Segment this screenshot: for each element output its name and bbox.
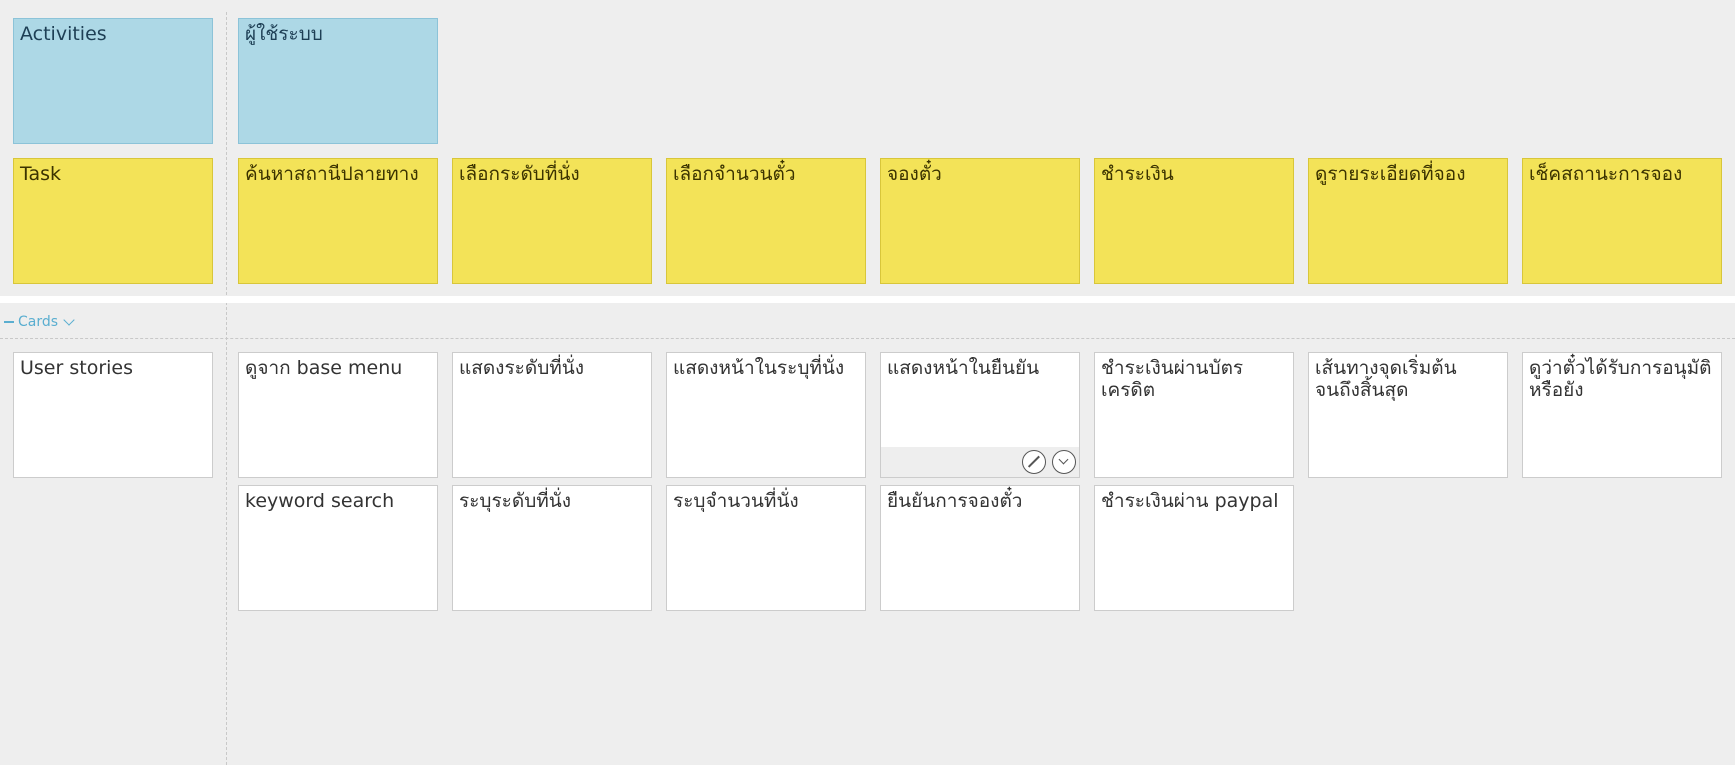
story-card[interactable]: เส้นทางจุดเริ่มต้นจนถึงสิ้นสุด [1308,352,1508,478]
cards-section-toggle[interactable]: Cards [4,314,75,330]
activities-header-card[interactable]: Activities [13,18,213,144]
story-card-label: แสดงหน้าในระบุที่นั่ง [673,357,845,379]
task-card[interactable]: ชำระเงิน [1094,158,1294,284]
header-column-divider [226,12,227,765]
activities-header-label: Activities [20,23,107,45]
story-card[interactable]: ชำระเงินผ่านบัตรเครดิต [1094,352,1294,478]
pencil-icon[interactable] [1022,450,1046,474]
activity-card-label: ผู้ใช้ระบบ [245,23,323,45]
task-header-card[interactable]: Task [13,158,213,284]
story-card-label: ชำระเงินผ่าน paypal [1101,490,1279,512]
story-card[interactable]: ดูจาก base menu [238,352,438,478]
cards-section-divider [0,338,1735,339]
section-separator [0,296,1735,303]
user-stories-header-card[interactable]: User stories [13,352,213,478]
task-card-label: เลือกจำนวนตั๋ว [673,163,796,185]
collapse-icon [4,321,14,323]
story-card-label: keyword search [245,490,395,512]
story-card-label: ดูจาก base menu [245,357,403,379]
task-card[interactable]: เลือกจำนวนตั๋ว [666,158,866,284]
story-card-hovered[interactable]: แสดงหน้าในยืนยัน [880,352,1080,478]
story-card[interactable]: ระบุระดับที่นั่ง [452,485,652,611]
activity-card[interactable]: ผู้ใช้ระบบ [238,18,438,144]
story-card-label: ชำระเงินผ่านบัตรเครดิต [1101,357,1244,401]
story-card[interactable]: ดูว่าตั๋วได้รับการอนุมัติหรือยัง [1522,352,1722,478]
story-card-label: ดูว่าตั๋วได้รับการอนุมัติหรือยัง [1529,357,1712,401]
story-card-label: ระบุระดับที่นั่ง [459,490,572,512]
cards-section-label: Cards [18,314,59,330]
task-card-label: ค้นหาสถานีปลายทาง [245,163,419,185]
story-card-label: แสดงหน้าในยืนยัน [887,357,1040,379]
task-card[interactable]: ดูรายระเอียดที่จอง [1308,158,1508,284]
story-card[interactable]: ยืนยันการจองตั๋ว [880,485,1080,611]
task-card[interactable]: ค้นหาสถานีปลายทาง [238,158,438,284]
story-card-label: ระบุจำนวนที่นั่ง [673,490,799,512]
story-card-label: แสดงระดับที่นั่ง [459,357,585,379]
story-card[interactable]: ระบุจำนวนที่นั่ง [666,485,866,611]
story-card-label: ยืนยันการจองตั๋ว [887,490,1023,512]
story-card[interactable]: keyword search [238,485,438,611]
chevron-down-icon [63,314,75,326]
user-stories-header-label: User stories [20,357,133,379]
task-header-label: Task [20,163,62,185]
story-card[interactable]: แสดงหน้าในระบุที่นั่ง [666,352,866,478]
story-card[interactable]: ชำระเงินผ่าน paypal [1094,485,1294,611]
task-card[interactable]: เลือกระดับที่นั่ง [452,158,652,284]
task-card-label: ชำระเงิน [1101,163,1174,185]
task-card-label: ดูรายระเอียดที่จอง [1315,163,1466,185]
chevron-down-icon[interactable] [1052,450,1076,474]
task-card-label: เลือกระดับที่นั่ง [459,163,580,185]
story-card-label: เส้นทางจุดเริ่มต้นจนถึงสิ้นสุด [1315,357,1457,401]
card-action-bar [881,447,1079,477]
story-card[interactable]: แสดงระดับที่นั่ง [452,352,652,478]
task-card-label: เช็คสถานะการจอง [1529,163,1683,185]
task-card[interactable]: เช็คสถานะการจอง [1522,158,1722,284]
task-card-label: จองตั๋ว [887,163,942,185]
task-card[interactable]: จองตั๋ว [880,158,1080,284]
